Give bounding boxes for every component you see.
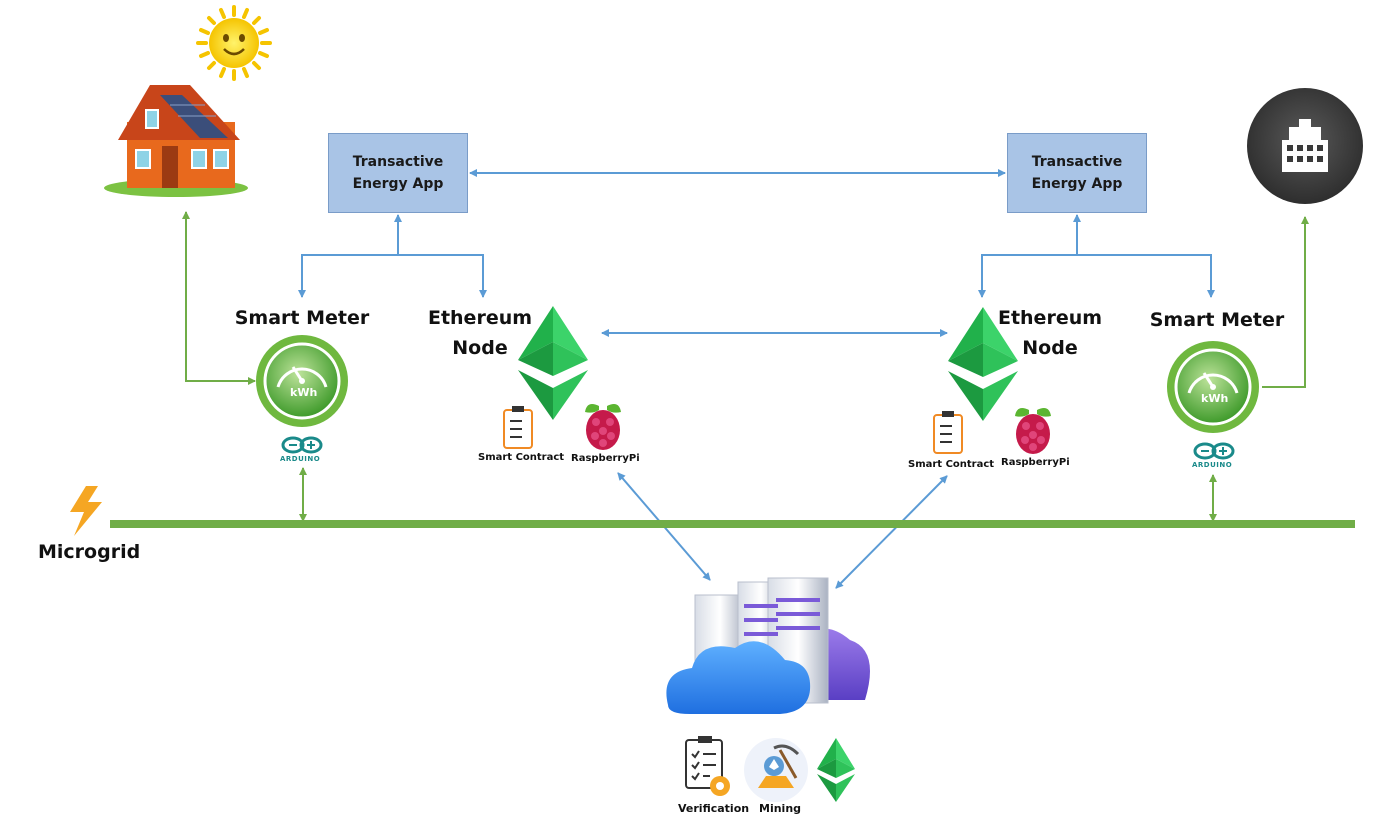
raspberry-pi-right-label: RaspberryPi [1001,457,1070,468]
link-right-node-to-cloud [835,475,948,589]
smart-meter-left-title: Smart Meter [234,307,370,329]
ethereum-cloud-icon [817,738,855,802]
house-icon [104,85,248,197]
ethereum-node-left-label: Ethereum Node [420,303,540,363]
link-left-app-to-meter [298,254,398,298]
verification-label: Verification [678,802,750,815]
transactive-app-right-line1: Transactive [1031,154,1123,170]
raspberry-pi-right-icon [1015,408,1051,454]
ethereum-node-right-line2: Node [1022,337,1078,359]
verification-icon [685,736,730,796]
link-right-app-to-meter [1077,254,1215,298]
link-right-app-to-node [978,254,1077,298]
ethereum-right-icon [948,307,1018,421]
meter-right-unit: kWh [1201,392,1229,405]
connectors [182,169,1309,589]
transactive-app-left-line1: Transactive [352,154,444,170]
ethereum-left-icon [518,306,588,420]
microgrid-label: Microgrid [38,541,141,563]
building-icon [1247,88,1363,204]
ethereum-node-right-label: Ethereum Node [990,303,1110,363]
mining-icon [744,738,808,802]
raspberry-pi-left-icon [585,404,621,450]
smart-meter-left-icon [256,335,348,427]
sun-icon [196,5,272,81]
link-house-to-meter [182,211,256,385]
transactive-app-right-line2: Energy App [1031,176,1123,192]
ethereum-node-left-line1: Ethereum [427,307,533,329]
smart-contract-right-icon [933,411,963,454]
transactive-app-left: Transactive Energy App [328,133,468,213]
link-left-app-to-node [398,254,487,298]
transactive-app-left-line2: Energy App [352,176,444,192]
arduino-left-label: ARDUINO [280,455,321,463]
link-meter-to-building [1262,216,1309,388]
smart-contract-right-label: Smart Contract [908,459,995,470]
arduino-left-icon [281,436,323,454]
meter-left-unit: kWh [290,386,318,399]
smart-meter-right-icon [1167,341,1259,433]
ethereum-node-left-line2: Node [452,337,508,359]
smart-contract-left-icon [503,406,533,449]
ethereum-node-right-line1: Ethereum [997,307,1103,329]
microgrid-bus [110,520,1355,528]
smart-meter-right-title: Smart Meter [1149,309,1285,331]
raspberry-pi-left-label: RaspberryPi [571,453,640,464]
lightning-icon [70,486,102,536]
arduino-right-icon [1193,442,1235,460]
cloud-servers-icon [666,577,870,714]
mining-label: Mining [759,802,802,815]
arduino-right-label: ARDUINO [1192,461,1233,469]
smart-contract-left-label: Smart Contract [478,452,565,463]
transactive-app-right: Transactive Energy App [1007,133,1147,213]
